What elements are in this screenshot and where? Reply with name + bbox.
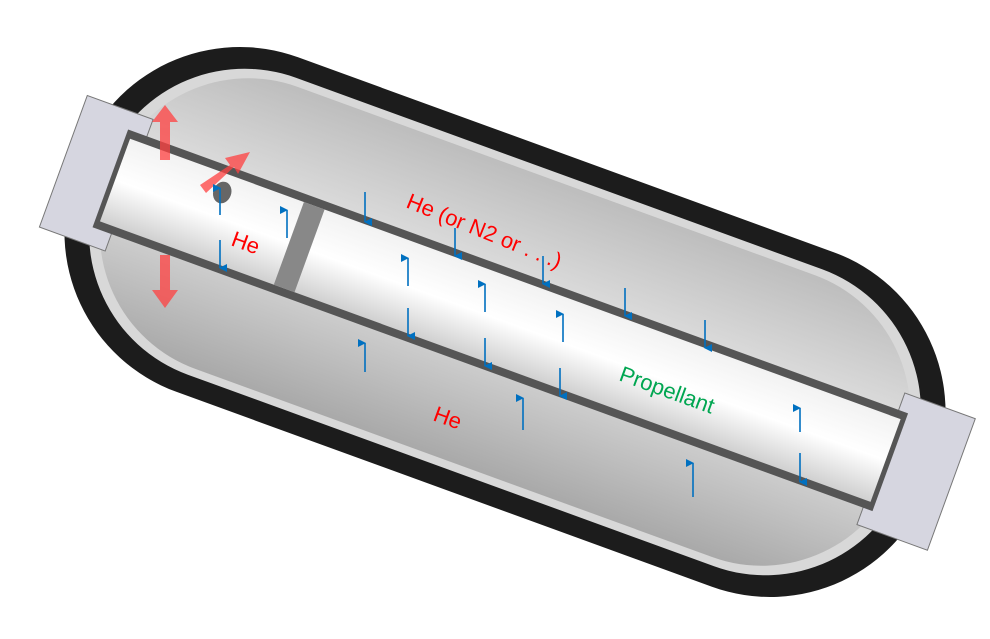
flow-arrow-diagonal-icon bbox=[200, 152, 250, 193]
piston bbox=[273, 201, 325, 293]
flow-arrows bbox=[152, 105, 250, 308]
flow-arrow-down-icon bbox=[152, 255, 178, 308]
pressure-arrows bbox=[213, 184, 807, 497]
flow-arrow-up-icon bbox=[152, 105, 178, 160]
